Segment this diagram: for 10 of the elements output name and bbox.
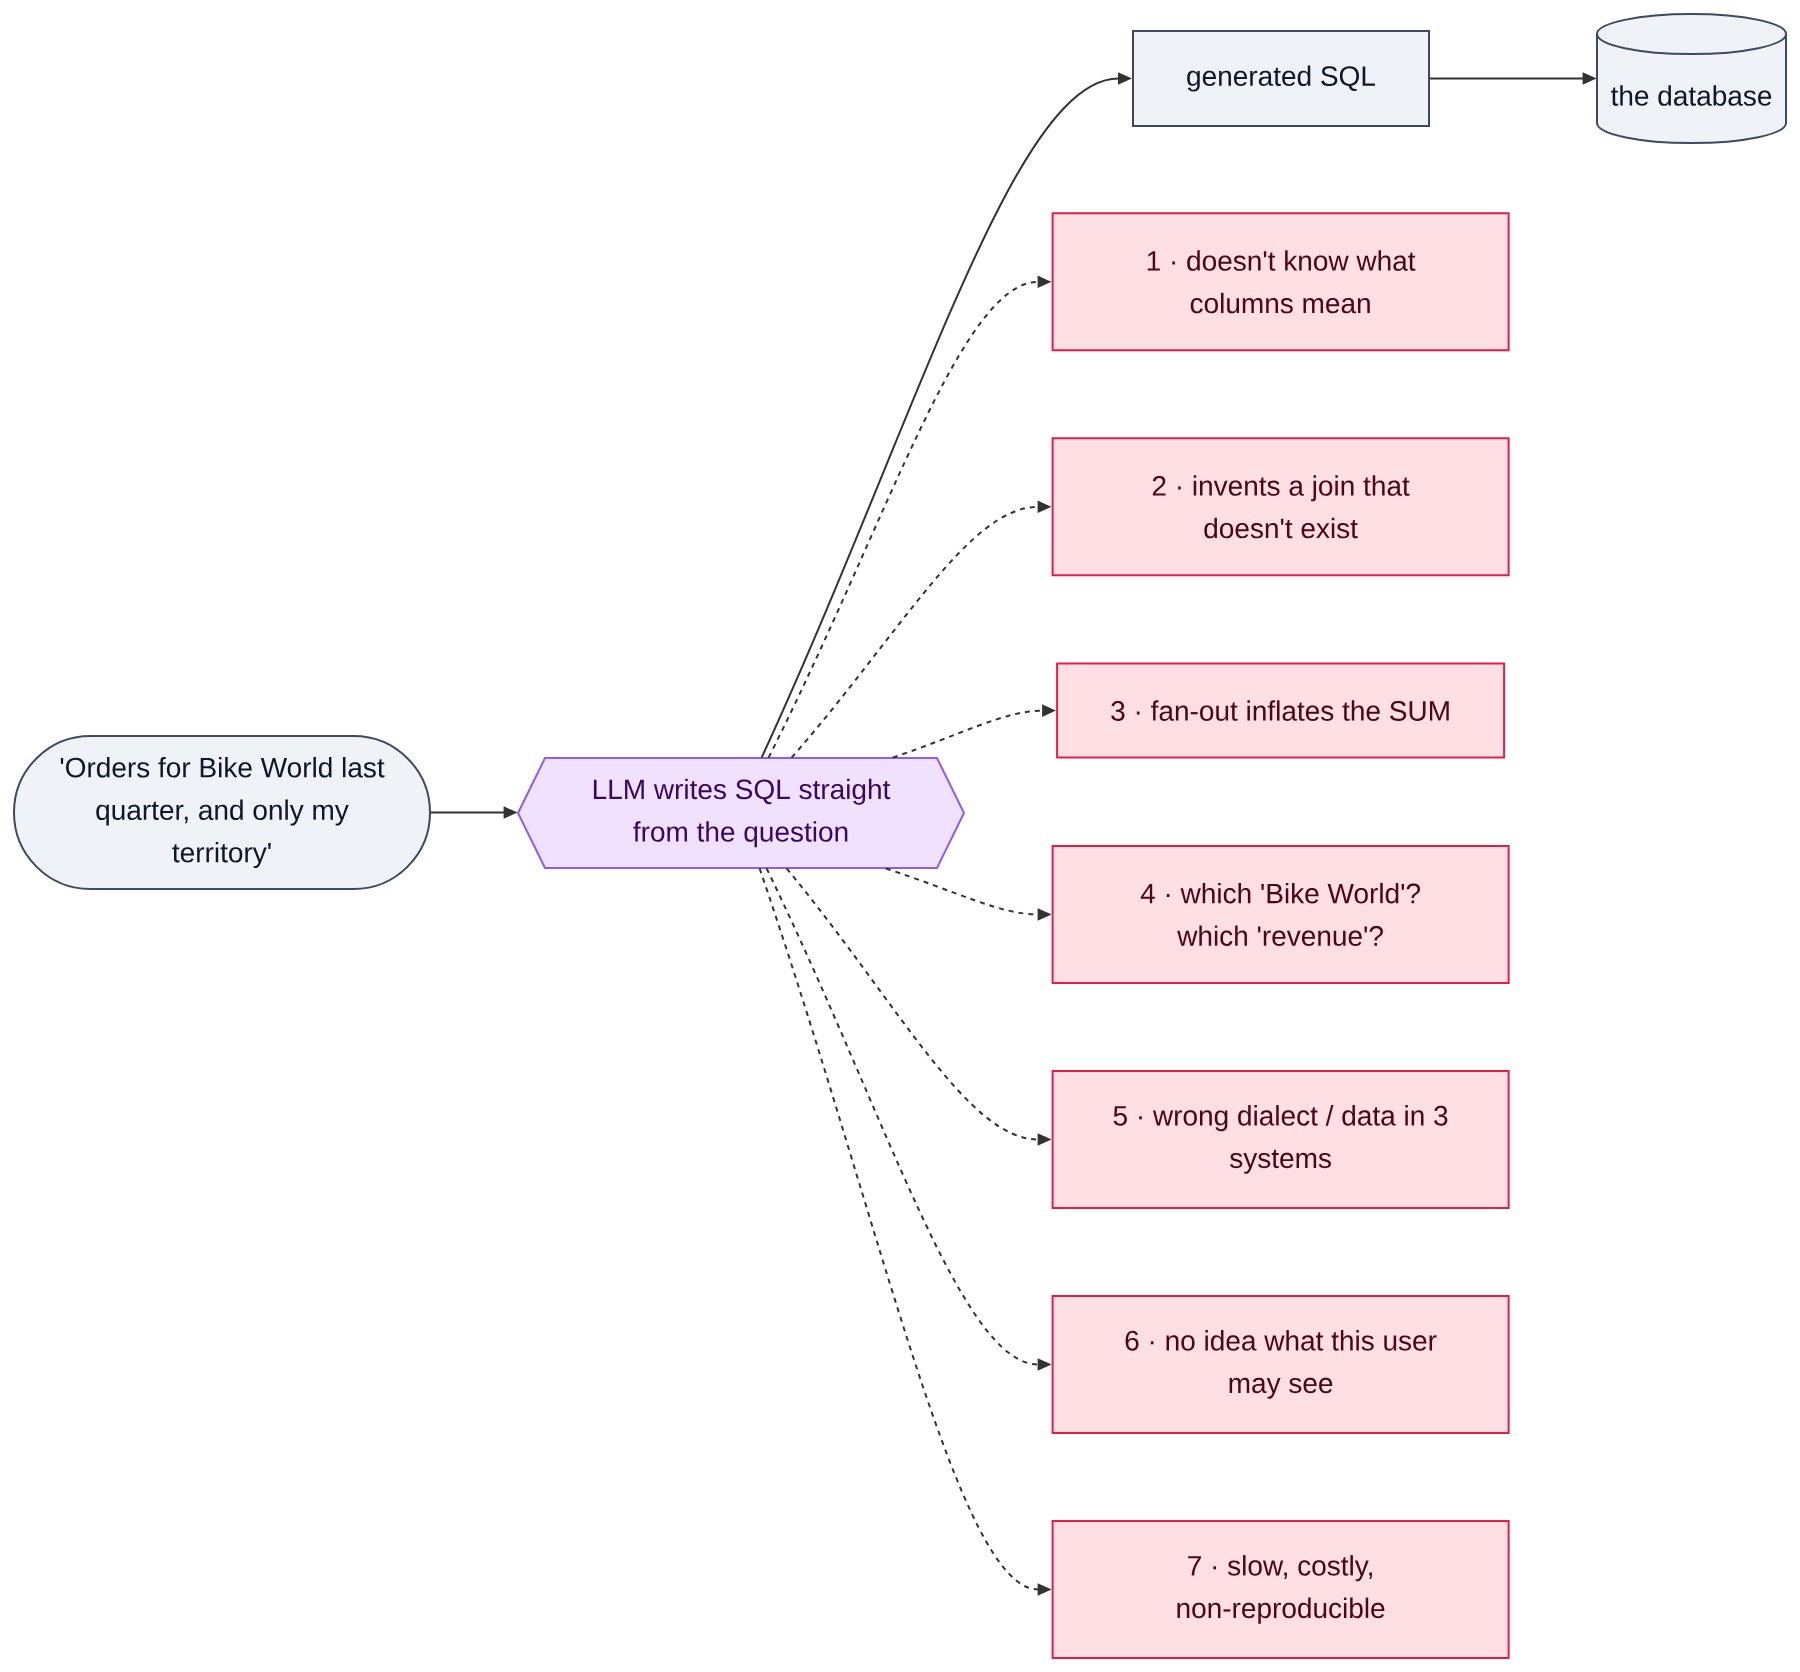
- process-box: 3 · fan-out inflates the SUM: [1056, 662, 1506, 759]
- process-box: 6 · no idea what this user may see: [1051, 1294, 1510, 1434]
- process-box: 2 · invents a join that doesn't exist: [1051, 437, 1510, 577]
- process-box: 7 · slow, costly, non-reproducible: [1051, 1519, 1510, 1659]
- process-box: 4 · which 'Bike World'? which 'revenue'?: [1051, 844, 1510, 984]
- process-box: 1 · doesn't know what columns mean: [1051, 212, 1510, 352]
- database-cylinder: the database: [1596, 13, 1787, 144]
- process-box: 5 · wrong dialect / data in 3 systems: [1051, 1069, 1510, 1209]
- stadium-box: 'Orders for Bike World last quarter, and only my territory': [13, 735, 431, 890]
- process-box: generated SQL: [1132, 30, 1430, 127]
